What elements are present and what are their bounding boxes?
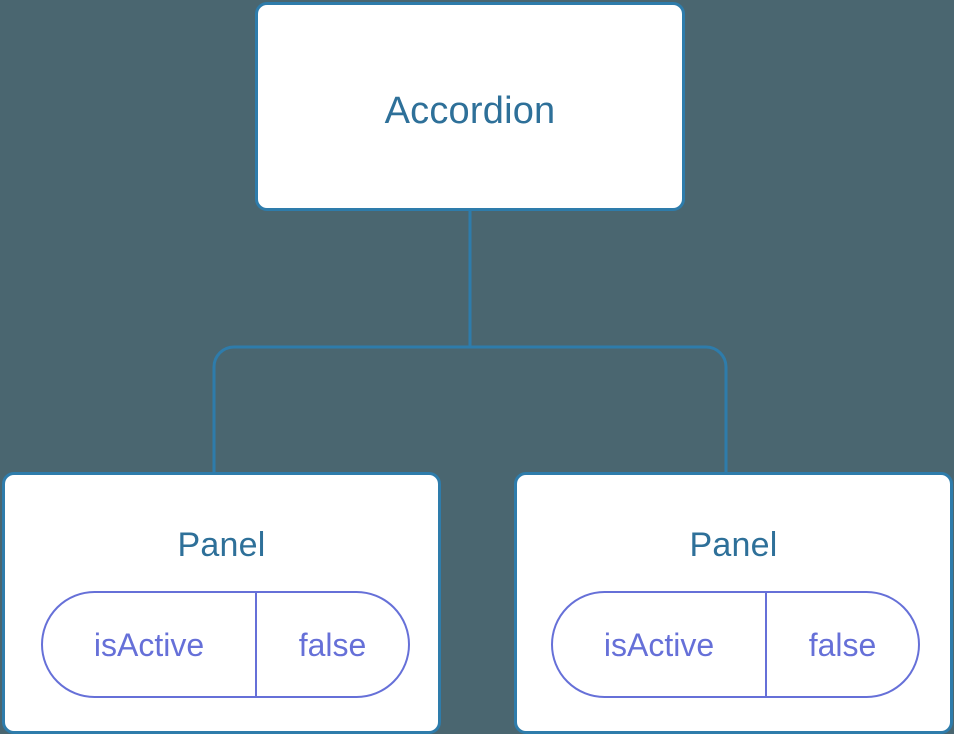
node-panel-right[interactable]: Panel isActive false [514, 472, 953, 734]
prop-value-is-active: false [298, 626, 367, 663]
prop-pill-is-active-right[interactable]: isActive false [551, 591, 920, 698]
connector-branch-left [212, 345, 470, 472]
node-panel-left-title: Panel [177, 526, 266, 564]
prop-key-is-active: isActive [553, 593, 767, 696]
node-accordion-title: Accordion [384, 90, 556, 132]
node-accordion[interactable]: Accordion [255, 2, 685, 211]
node-panel-right-title: Panel [689, 526, 778, 564]
prop-pill-is-active-left[interactable]: isActive false [41, 591, 410, 698]
connector-branch-right [470, 345, 728, 472]
node-panel-left[interactable]: Panel isActive false [2, 472, 441, 734]
prop-value-is-active: false [808, 626, 877, 663]
prop-key-is-active: isActive [43, 593, 257, 696]
